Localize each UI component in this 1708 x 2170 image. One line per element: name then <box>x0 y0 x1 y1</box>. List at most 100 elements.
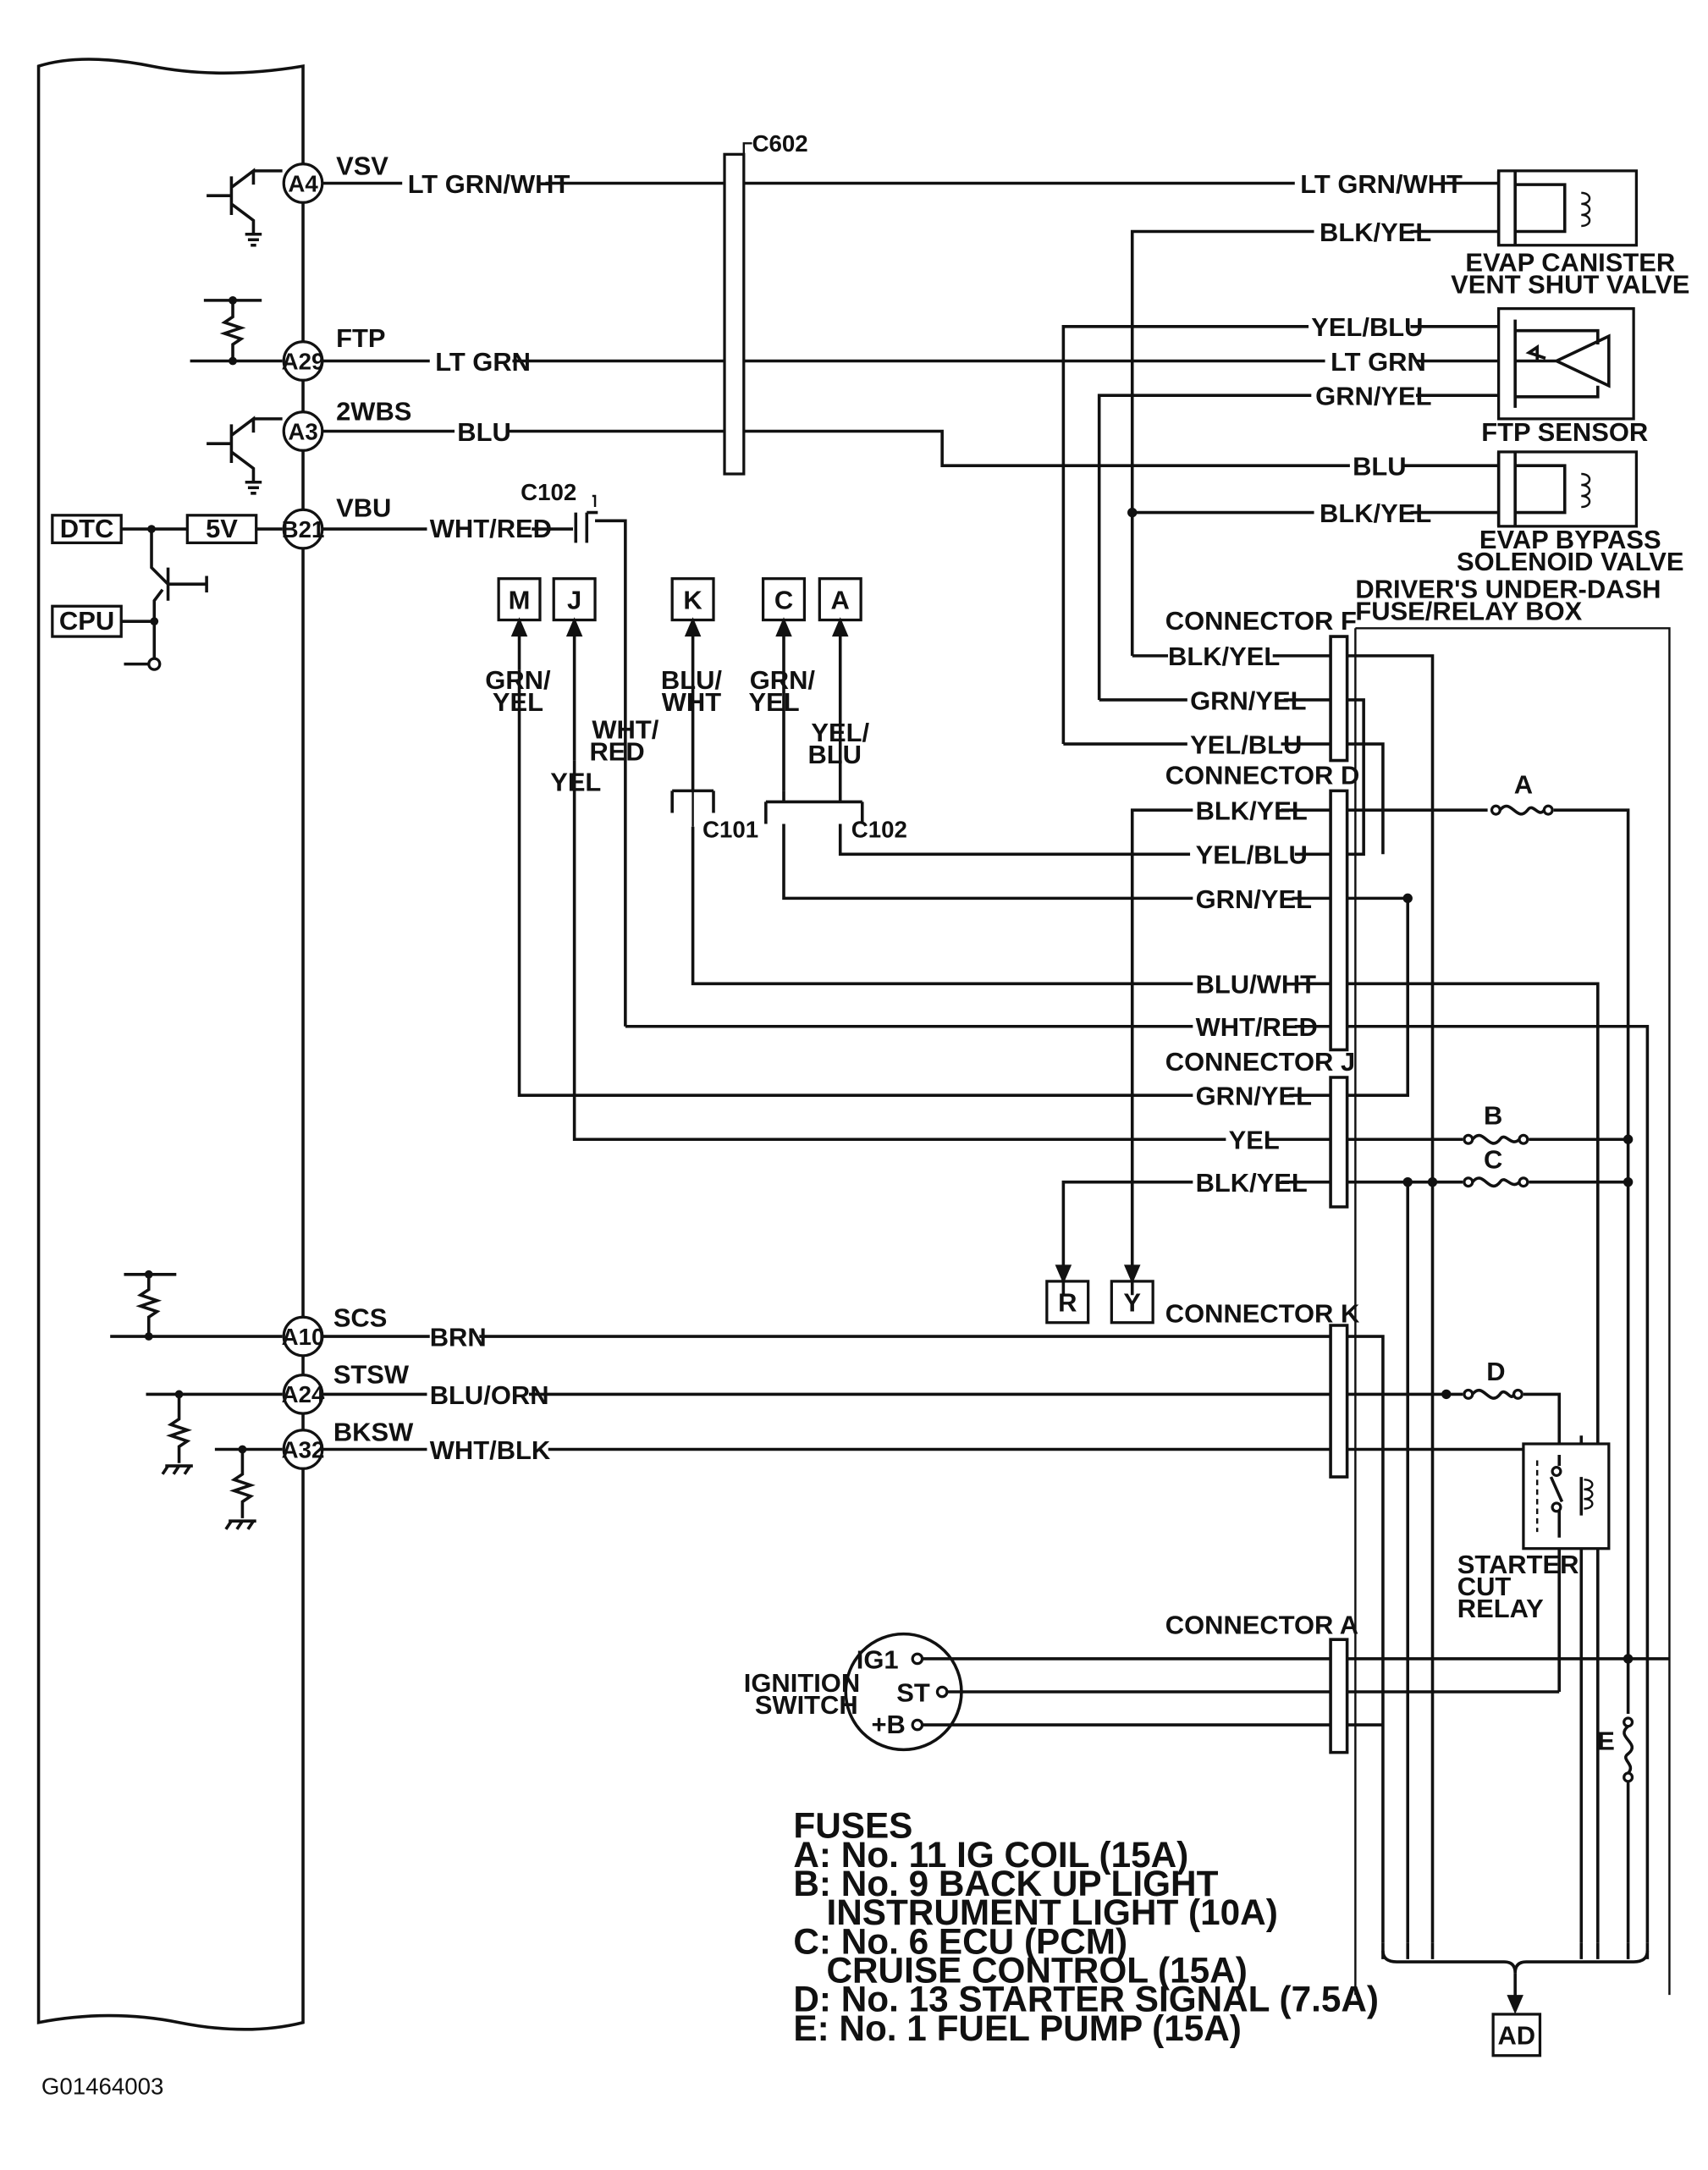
signal-bksw: BKSW <box>333 1418 414 1447</box>
fuse-a: A <box>1490 770 1554 816</box>
routed-wire-labels: YEL/BLU GRN/YEL BLU/WHT WHT/RED GRN/YEL … <box>1196 796 1318 1198</box>
wire-ftp-color-right: LT GRN <box>1331 347 1426 377</box>
fuse-e-label: E <box>1597 1726 1615 1755</box>
wire-vbu-color: WHT/RED <box>430 514 552 543</box>
signal-vbu: VBU <box>336 493 391 522</box>
wire-scs: BRN <box>322 1322 1331 1352</box>
wire-2wbs-color-right: BLU <box>1353 452 1407 482</box>
wire-vsv: LT GRN/WHT LT GRN/WHT <box>322 169 1499 199</box>
terminal-a32: A32 BKSW <box>282 1418 414 1470</box>
ref-j: J <box>552 577 597 622</box>
fuse-d: D <box>1463 1357 1523 1400</box>
terminal-a24-label: A24 <box>282 1381 325 1407</box>
fuse-c: C <box>1463 1144 1529 1188</box>
ref-m-label: M <box>509 586 531 615</box>
terminal-b21-label: B21 <box>282 516 325 542</box>
label-yel-blu-f: YEL/BLU <box>1190 730 1302 759</box>
ref-r-label: R <box>1058 1288 1077 1318</box>
ignition-switch: IG1 ST +B IGNITION SWITCH <box>744 1632 1670 1752</box>
label-wht-red-2: RED <box>589 737 644 767</box>
connector-j: CONNECTOR J <box>1165 1047 1355 1209</box>
ftp-sensor-label: FTP SENSOR <box>1481 417 1648 447</box>
terminal-a4: A4 VSV <box>282 151 388 204</box>
fuse-d-label: D <box>1486 1357 1505 1386</box>
evap-canister-label-2: VENT SHUT VALVE <box>1451 270 1689 300</box>
ignition-ig1: IG1 <box>857 1644 899 1674</box>
connector-k: CONNECTOR K <box>1165 1299 1360 1479</box>
fuse-e: E <box>1597 1716 1634 1943</box>
transistor-a3 <box>207 416 283 495</box>
terminal-a3: A3 2WBS <box>282 396 411 452</box>
pulldown-bksw <box>214 1445 283 1530</box>
dtc-label: DTC <box>60 514 114 543</box>
label-blk-yel-f: BLK/YEL <box>1168 642 1280 671</box>
label-grn-yel-j: GRN/YEL <box>1196 1082 1312 1111</box>
ignition-st: ST <box>896 1677 930 1707</box>
ref-k: K <box>670 577 715 622</box>
label-blu-wht-1: BLU/ <box>661 665 723 695</box>
wire-ftp: LT GRN LT GRN <box>322 347 1499 377</box>
pulldown-stsw <box>146 1390 283 1475</box>
terminal-a24: A24 STSW <box>282 1359 410 1415</box>
fuse-b-label: B <box>1484 1100 1502 1130</box>
fuse-b: B <box>1463 1100 1529 1145</box>
terminal-a10-label: A10 <box>282 1324 325 1350</box>
label-blk-yel-j: BLK/YEL <box>1196 1168 1308 1198</box>
ignition-plus-b: +B <box>872 1710 906 1739</box>
terminal-a10: A10 SCS <box>282 1303 387 1358</box>
ref-ad-label: AD <box>1497 2021 1535 2051</box>
label-blk-yel-d: BLK/YEL <box>1196 796 1308 826</box>
starter-relay-label-3: RELAY <box>1457 1594 1544 1623</box>
ref-a: A <box>818 577 862 622</box>
label-yel-blu-d: YEL/BLU <box>1196 840 1308 870</box>
evap-bypass-solenoid-valve: EVAP BYPASS SOLENOID VALVE <box>1457 450 1683 576</box>
wire-2wbs: BLU BLU <box>322 417 1499 482</box>
ignition-label-2: SWITCH <box>755 1690 858 1720</box>
connector-f-label: CONNECTOR F <box>1165 606 1357 636</box>
ref-m: M <box>497 577 542 622</box>
fuse-relay-box: DRIVER'S UNDER-DASH FUSE/RELAY BOX <box>1354 574 1671 1996</box>
wire-vsv-color-right: LT GRN/WHT <box>1300 169 1463 199</box>
vertical-wire-labels: GRN/ YEL YEL WHT/ RED BLU/ WHT GRN/ YEL … <box>485 665 869 796</box>
fuses-legend-line-7: E: No. 1 FUEL PUMP (15A) <box>793 2008 1242 2048</box>
ref-y-label: Y <box>1123 1288 1141 1318</box>
connector-c602-label: C602 <box>752 130 808 157</box>
connector-c102-upper-label: C102 <box>521 479 576 505</box>
label-blu-wht-2: WHT <box>662 687 721 717</box>
signal-ftp: FTP <box>336 323 385 353</box>
wire-vsv-color: LT GRN/WHT <box>408 169 570 199</box>
connector-j-label: CONNECTOR J <box>1165 1047 1355 1077</box>
ref-k-label: K <box>683 586 702 615</box>
label-grn-yel-f: GRN/YEL <box>1190 686 1306 715</box>
fuses-legend-line-6: D: No. 13 STARTER SIGNAL (7.5A) <box>793 1980 1379 2019</box>
label-grn-yel-d: GRN/YEL <box>1196 884 1312 914</box>
label-blu-wht-d: BLU/WHT <box>1196 970 1317 1000</box>
ecu-internal-circuit: DTC 5V CPU <box>51 514 283 671</box>
connector-f: CONNECTOR F <box>1165 606 1357 763</box>
terminal-b21: B21 VBU <box>282 493 391 550</box>
label-yel-blu-2: BLU <box>807 740 862 769</box>
fuse-box-label-1: DRIVER'S UNDER-DASH <box>1355 574 1661 603</box>
evap-canister-label-1: EVAP CANISTER <box>1465 248 1675 278</box>
wire-vbu: WHT/RED <box>322 514 627 1027</box>
5v-label: 5V <box>206 514 238 543</box>
wire-grn-yel-ftp-color: GRN/YEL <box>1315 382 1431 411</box>
starter-cut-relay: STARTER CUT RELAY <box>1457 1435 1611 1943</box>
ref-c: C <box>761 577 807 622</box>
ecu-body <box>36 58 305 2031</box>
terminal-a29-label: A29 <box>282 348 325 374</box>
fuses-legend-title: FUSES <box>793 1806 912 1846</box>
fuse-box-label-2: FUSE/RELAY BOX <box>1355 597 1582 626</box>
ref-r: R <box>1045 1280 1090 1325</box>
wire-blk-yel-bypass: BLK/YEL <box>1127 498 1499 528</box>
evap-bypass-label-1: EVAP BYPASS <box>1479 525 1661 554</box>
signal-2wbs: 2WBS <box>336 396 411 426</box>
wire-bksw: WHT/BLK <box>322 1435 1331 1465</box>
connector-k-label: CONNECTOR K <box>1165 1299 1360 1329</box>
bundle-to-ad <box>1381 1942 1650 2014</box>
terminal-a29: A29 FTP <box>282 323 385 382</box>
terminal-a4-label: A4 <box>288 170 318 196</box>
label-grn-yel-c-1: GRN/ <box>750 665 816 695</box>
